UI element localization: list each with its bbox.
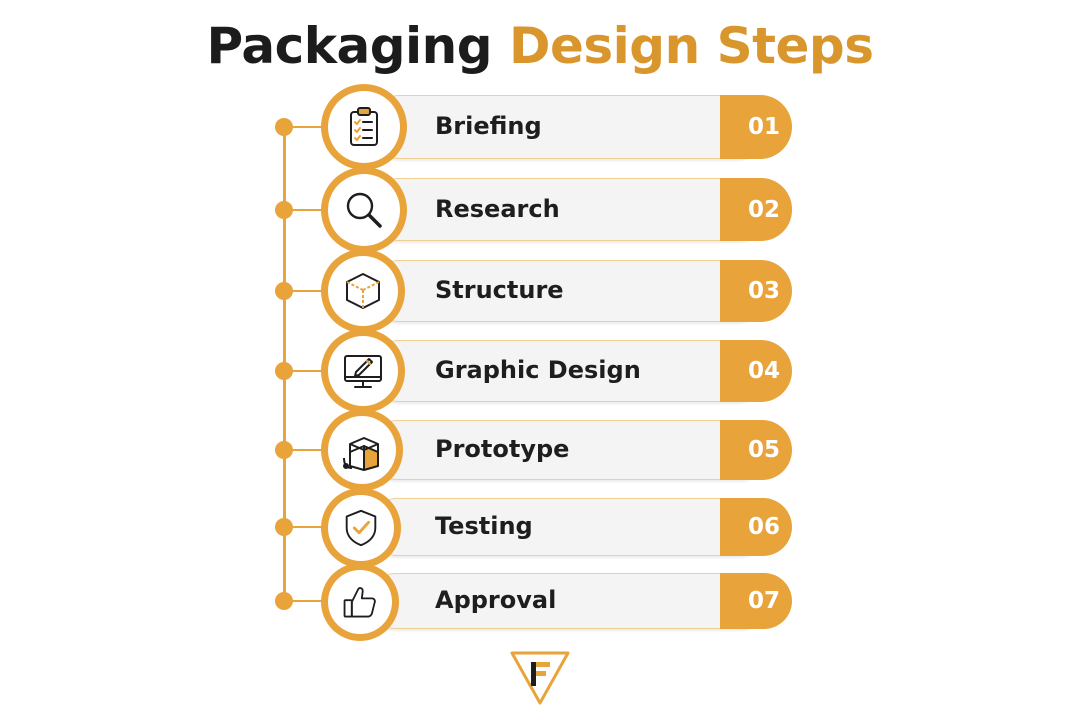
- timeline-connector: [290, 370, 328, 372]
- timeline-connector: [290, 126, 328, 128]
- step-graphic-design: Graphic Design 04: [0, 329, 1080, 413]
- box-prototype-icon: [343, 437, 379, 471]
- timeline-dot: [275, 201, 293, 219]
- step-number-badge: 05: [720, 420, 792, 480]
- step-icon-circle: [321, 84, 407, 170]
- step-label: Testing: [435, 512, 533, 540]
- clipboard-checklist-icon: [350, 107, 378, 146]
- step-icon-circle: [321, 409, 403, 491]
- step-prototype: Prototype 05: [0, 409, 1080, 491]
- brand-triangle-logo-icon: [510, 651, 570, 705]
- shield-check-icon: [345, 509, 377, 547]
- step-pill: [368, 178, 768, 241]
- step-number-badge: 07: [720, 573, 792, 629]
- step-number-badge: 02: [720, 178, 792, 241]
- monitor-pen-icon: [344, 355, 382, 388]
- timeline-dot: [275, 118, 293, 136]
- timeline-connector: [290, 600, 328, 602]
- step-icon-circle: [321, 488, 401, 568]
- step-approval: Approval 07: [0, 563, 1080, 641]
- step-testing: Testing 06: [0, 488, 1080, 568]
- step-label: Graphic Design: [435, 356, 641, 384]
- step-briefing: Briefing 01: [0, 84, 1080, 170]
- step-pill: [368, 340, 768, 402]
- step-pill: [368, 498, 768, 556]
- step-label: Structure: [435, 276, 564, 304]
- step-pill: [368, 260, 768, 322]
- timeline-connector: [290, 449, 328, 451]
- title-part-main: Packaging: [206, 17, 493, 75]
- step-label: Approval: [435, 586, 557, 614]
- magnifier-icon: [346, 192, 382, 228]
- timeline-dot: [275, 282, 293, 300]
- timeline-connector: [290, 290, 328, 292]
- step-pill: [368, 573, 768, 629]
- step-number-badge: 03: [720, 260, 792, 322]
- title-part-accent: Design Steps: [508, 17, 874, 75]
- step-label: Prototype: [435, 435, 570, 463]
- step-number-badge: 06: [720, 498, 792, 556]
- timeline-dot: [275, 441, 293, 459]
- step-icon-circle: [321, 167, 407, 253]
- step-icon-circle: [321, 249, 405, 333]
- thumbs-up-icon: [343, 587, 376, 618]
- timeline-connector: [290, 526, 328, 528]
- timeline-dot: [275, 518, 293, 536]
- page-title: Packaging Design Steps: [0, 14, 1080, 78]
- step-icon-circle: [321, 563, 399, 641]
- timeline-dot: [275, 362, 293, 380]
- step-pill: [368, 420, 768, 480]
- timeline-connector: [290, 209, 328, 211]
- step-label: Briefing: [435, 112, 542, 140]
- step-icon-circle: [321, 329, 405, 413]
- step-number-badge: 01: [720, 95, 792, 159]
- step-research: Research 02: [0, 167, 1080, 253]
- timeline-dot: [275, 592, 293, 610]
- cube-structure-icon: [346, 273, 380, 309]
- step-pill: [368, 95, 768, 159]
- step-label: Research: [435, 195, 560, 223]
- step-number-badge: 04: [720, 340, 792, 402]
- step-structure: Structure 03: [0, 249, 1080, 333]
